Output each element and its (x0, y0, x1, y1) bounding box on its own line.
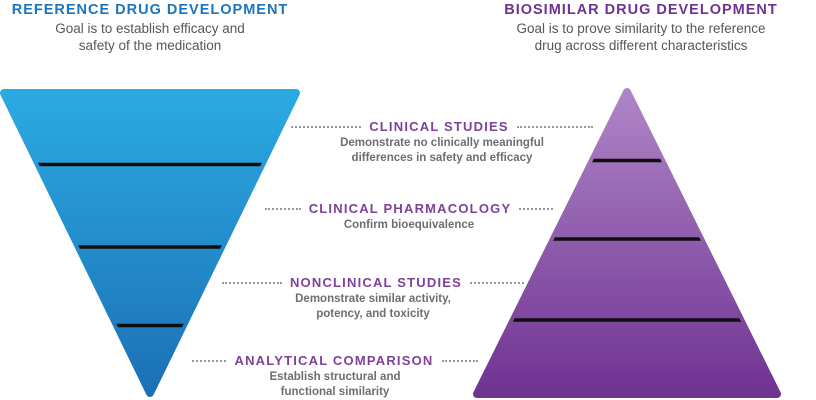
tier-title: CLINICAL PHARMACOLOGY (308, 201, 512, 216)
biosimilar-header-subtitle-line1: Goal is to prove similarity to the refer… (516, 21, 766, 36)
reference-header-subtitle-line2: safety of the medication (78, 37, 222, 53)
tier-description-line1: Establish structural and (269, 371, 401, 383)
biosimilar-development-header: BIOSIMILAR DRUG DEVELOPMENT Goal is to p… (466, 2, 816, 54)
reference-header-subtitle-line1: Goal is to establish efficacy and (55, 21, 245, 36)
biosimilar-header-title: BIOSIMILAR DRUG DEVELOPMENT (504, 2, 778, 18)
inverted-triangle-icon (0, 89, 300, 397)
tier-clinical-pharmacology-title-row: CLINICAL PHARMACOLOGY (264, 201, 554, 216)
reference-development-header: REFERENCE DRUG DEVELOPMENT Goal is to es… (0, 2, 300, 54)
tier-analytical-comparison-title-row: ANALYTICAL COMPARISON (192, 353, 478, 368)
biosimilar-header-subtitle: Goal is to prove similarity to the refer… (466, 21, 816, 54)
tier-description: Establish structural and functional simi… (269, 370, 400, 400)
dotted-leader-left (192, 359, 227, 362)
tier-title: CLINICAL STUDIES (369, 119, 509, 134)
reference-header-title: REFERENCE DRUG DEVELOPMENT (11, 2, 289, 18)
tier-nonclinical-studies: NONCLINICAL STUDIES Demonstrate similar … (208, 275, 538, 322)
tier-description-line2: functional similarity (280, 386, 390, 398)
dotted-leader-left (264, 207, 301, 210)
biosimilar-pyramid-shape (470, 85, 786, 400)
tier-description-line1: Demonstrate no clinically meaningful (340, 137, 544, 149)
tier-description: Demonstrate no clinically meaningful dif… (340, 136, 544, 166)
tier-clinical-pharmacology: CLINICAL PHARMACOLOGY Confirm bioequival… (244, 201, 574, 233)
dotted-leader-right (516, 125, 593, 128)
pyramid-icon (473, 88, 781, 398)
tier-description-line2: differences in safety and efficacy (351, 152, 533, 164)
dotted-leader-right (470, 281, 525, 284)
reference-funnel-shape (0, 85, 300, 400)
dotted-leader-left (221, 281, 282, 284)
reference-header-subtitle: Goal is to establish efficacy and safety… (0, 21, 300, 54)
tier-title: NONCLINICAL STUDIES (289, 275, 463, 290)
tier-description-line1: Demonstrate similar activity, (295, 293, 451, 305)
tier-analytical-comparison: ANALYTICAL COMPARISON Establish structur… (170, 353, 500, 400)
tier-clinical-studies: CLINICAL STUDIES Demonstrate no clinical… (277, 119, 607, 166)
tier-description-line1: Confirm bioequivalence (343, 219, 475, 231)
tier-description: Confirm bioequivalence (344, 218, 474, 233)
tier-clinical-studies-title-row: CLINICAL STUDIES (291, 119, 593, 134)
tier-nonclinical-studies-title-row: NONCLINICAL STUDIES (221, 275, 525, 290)
biosimilar-header-subtitle-line2: drug across different characteristics (534, 37, 748, 53)
tier-description: Demonstrate similar activity, potency, a… (295, 292, 451, 322)
tier-title: ANALYTICAL COMPARISON (234, 353, 434, 368)
tier-description-line2: potency, and toxicity (316, 308, 430, 320)
dotted-leader-right (519, 207, 554, 210)
dotted-leader-left (291, 125, 362, 128)
dotted-leader-right (441, 359, 478, 362)
